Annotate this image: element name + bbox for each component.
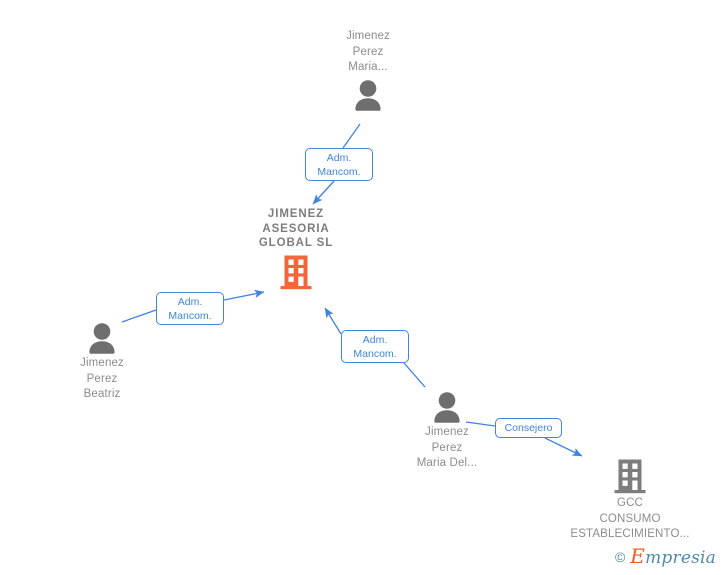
edge-person-top-to-badge (342, 123, 361, 149)
relation-badge-consejero[interactable]: Consejero (495, 418, 562, 438)
relation-badge-label: Adm. Mancom. (168, 295, 212, 322)
person-icon (27, 322, 177, 354)
node-person-left[interactable]: Jimenez Perez Beatriz (27, 322, 177, 403)
node-person-bottom[interactable]: Jimenez Perez Maria Del... (372, 391, 522, 472)
building-icon (221, 254, 371, 290)
empresia-watermark: © Empresia (615, 546, 716, 567)
relation-badge-label: Adm. Mancom. (353, 333, 397, 360)
edge-consejero-badge-to-company-gcc (544, 437, 583, 457)
relation-badge-adm-mancom-left[interactable]: Adm. Mancom. (156, 292, 224, 325)
node-company-gcc[interactable]: GCC CONSUMO ESTABLECIMIENTO... (555, 458, 705, 543)
building-icon (555, 458, 705, 494)
node-company-main-label: JIMENEZ ASESORIA GLOBAL SL (258, 208, 334, 249)
edge-person-left-to-badge (121, 309, 157, 323)
person-icon (293, 79, 443, 111)
relation-badge-adm-mancom-bottom[interactable]: Adm. Mancom. (341, 330, 409, 363)
edge-person-bottom-to-badge (403, 362, 426, 388)
edge-badge-to-company-bottom (324, 307, 342, 335)
relation-badge-label: Adm. Mancom. (317, 151, 361, 178)
relation-badge-adm-mancom-top[interactable]: Adm. Mancom. (305, 148, 373, 181)
relation-badge-label: Consejero (504, 422, 553, 434)
node-company-main[interactable]: JIMENEZ ASESORIA GLOBAL SL (221, 207, 371, 290)
node-person-left-label: Jimenez Perez Beatriz (80, 357, 124, 400)
edge-badge-to-company-top (312, 180, 335, 205)
node-company-gcc-label: GCC CONSUMO ESTABLECIMIENTO... (570, 497, 690, 540)
empresia-logo-initial: E (630, 544, 646, 568)
node-person-bottom-label: Jimenez Perez Maria Del... (416, 426, 478, 469)
edge-badge-to-company-left (223, 289, 265, 301)
empresia-logo-rest: mpresia (645, 548, 716, 568)
node-person-top-label: Jimenez Perez Maria... (346, 30, 390, 73)
copyright-icon: © (614, 548, 626, 565)
person-icon (372, 391, 522, 423)
empresia-logo: Empresia (630, 546, 716, 567)
node-person-top[interactable]: Jimenez Perez Maria... (293, 29, 443, 111)
